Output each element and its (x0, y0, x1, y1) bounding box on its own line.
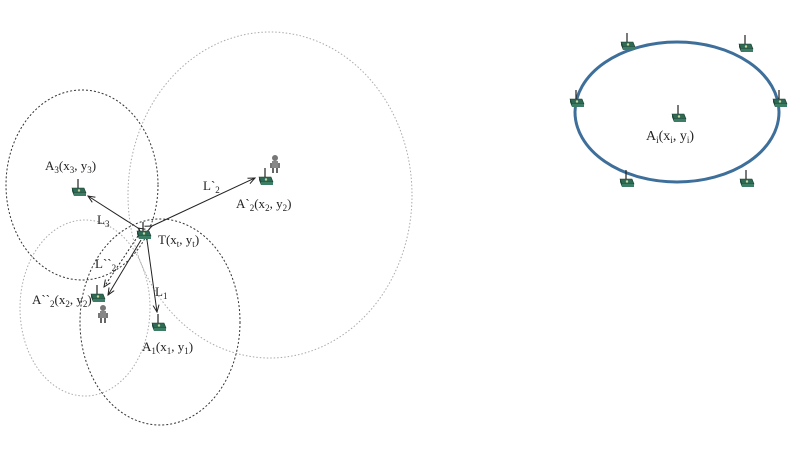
ring-anchor-node (738, 34, 754, 53)
left-localization-diagram: A3(x3, y3) A`2(x2, y2) T(xt, yt) A``2(x2… (5, 31, 413, 426)
person-icon (270, 155, 280, 173)
label-center-anchor: Ai(xi, yi) (646, 129, 694, 145)
anchor-a2-double-prime-node (90, 284, 106, 303)
arrow-l1 (147, 240, 157, 312)
arrow-l2-prime (152, 178, 255, 226)
anchor-ring (573, 40, 781, 184)
label-l3: L3 (97, 212, 110, 229)
label-l2-prime: L`2 (203, 178, 220, 195)
anchor-a3-node (71, 178, 87, 197)
label-l2-double-prime: L``2 (95, 256, 116, 273)
target-node (136, 221, 152, 240)
person-icon (98, 305, 108, 323)
label-a2-prime: A`2(x2, y2) (236, 196, 291, 213)
label-l1: L1 (155, 284, 167, 301)
label-target: T(xt, yt) (158, 232, 199, 249)
anchor-a1-node (151, 313, 167, 332)
label-a3: A3(x3, y3) (45, 158, 96, 175)
ring-anchor-node (739, 169, 755, 188)
range-circle-a2-prime (127, 31, 413, 359)
label-a1: A1(x1, y1) (142, 339, 193, 356)
ring-anchor-node (620, 32, 636, 51)
arrow-l3 (88, 196, 138, 228)
anchor-a2-prime-node (258, 167, 274, 186)
arrow-l2-double-prime-b (108, 239, 142, 295)
label-a2-double-prime: A``2(x2, y2) (32, 292, 92, 309)
right-anchor-ring-diagram: Ai(xi, yi) (569, 32, 788, 188)
center-anchor-node (671, 104, 687, 123)
